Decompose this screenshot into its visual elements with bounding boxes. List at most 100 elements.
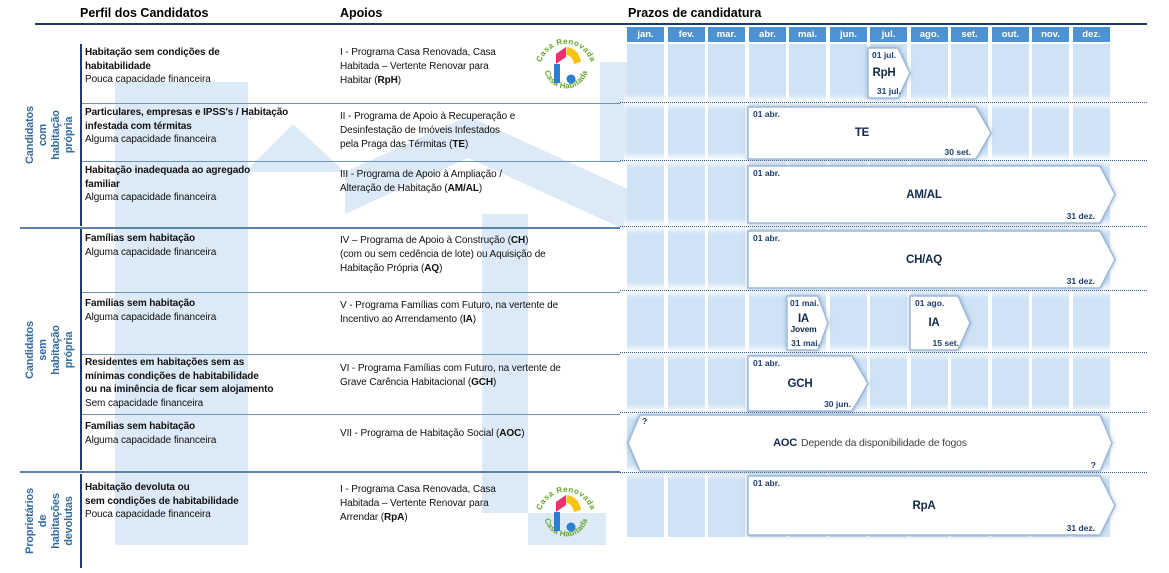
timeline-row-separator (620, 472, 1147, 473)
group-separator (20, 471, 620, 473)
group-label-candidatos-sem: Candidatos sem habitação própria (22, 229, 78, 470)
prazos-column-title: Prazos de candidatura (628, 6, 762, 20)
profile-note: Sem capacidade financeira (85, 397, 204, 409)
bar-code: GCH (787, 377, 813, 390)
profile-note: Alguma capacidade financeira (85, 192, 217, 203)
svg-text:Casa Renovada: Casa Renovada (534, 37, 597, 63)
profile-note: Pouca capacidade financeira (85, 74, 211, 85)
profile-note: Pouca capacidade financeira (85, 509, 211, 520)
bar-code: RpH (872, 67, 896, 79)
row-separator (80, 414, 620, 415)
timeline-bar-chaq: 01 abr. CH/AQ 31 dez. (747, 230, 1116, 289)
profile-note: Alguma capacidade financeira (85, 134, 217, 145)
timeline-row-separator (620, 102, 1147, 103)
apoio-text: ) (464, 139, 469, 150)
bar-code: CH/AQ (905, 253, 943, 266)
profile-row-8: Habitação devoluta ou sem condições de h… (85, 481, 337, 522)
program-code: CH (510, 235, 526, 246)
apoios-column-title: Apoios (340, 6, 383, 20)
bar-end-date: ? (1090, 460, 1096, 470)
program-code: AQ (424, 263, 440, 274)
apoio-text: ) (472, 314, 476, 325)
timeline-row-separator (620, 160, 1147, 161)
bar-start-date: 01 abr. (753, 168, 780, 178)
timeline-bar-rpa: 01 abr. RpA 31 dez. (747, 475, 1116, 536)
apoio-text: ) (397, 75, 401, 86)
bar-end-date: 31 dez. (1066, 276, 1095, 286)
apoio-text: ) (com ou sem cedência de lote) ou Aquis… (340, 235, 546, 274)
timeline-row-separator (620, 226, 1147, 227)
profile-row-3: Habitação inadequada ao agregado familia… (85, 164, 337, 205)
apoio-text: V - Programa Famílias com Futuro, na ver… (340, 300, 559, 325)
program-code: AOC (499, 428, 522, 439)
group-separator (20, 227, 620, 229)
svg-text:Casa Habitada: Casa Habitada (542, 69, 589, 91)
apoio-text: III - Programa de Apoio à Ampliação / Al… (340, 169, 502, 194)
bar-start-date: 01 jul. (872, 50, 897, 60)
month-header-out: out. (992, 27, 1029, 42)
group-label-text: Candidatos com habitação própria (24, 106, 75, 164)
perfil-column-title: Perfil dos Candidatos (80, 6, 209, 20)
month-header-ago: ago. (911, 27, 948, 42)
group-rail-rule (80, 474, 82, 568)
apoio-row-2: II - Programa de Apoio à Recuperação e D… (340, 110, 635, 152)
group-rail-rule (80, 44, 82, 226)
apoio-row-7: VII - Programa de Habitação Social (AOC) (340, 427, 635, 441)
bar-start-date: ? (642, 416, 648, 426)
bar-end-date: 31 jul. (876, 86, 901, 96)
timeline-row-separator (620, 290, 1147, 291)
bar-end-date: 31 mai. (791, 338, 820, 348)
profile-text: Habitação inadequada ao agregado familia… (85, 165, 251, 190)
month-header-mar: mar. (708, 27, 745, 42)
row-separator (80, 103, 620, 104)
profile-text: Particulares, empresas e IPSS's / Habita… (85, 107, 289, 132)
bar-end-date: 30 jun. (824, 399, 851, 409)
profile-text: Famílias sem habitação (85, 421, 196, 432)
profile-row-2: Particulares, empresas e IPSS's / Habita… (85, 106, 337, 147)
bar-code-sub: Jovem (790, 323, 817, 334)
group-rail-rule (80, 229, 82, 470)
apoio-text: VII - Programa de Habitação Social ( (340, 428, 500, 439)
apoio-text: ) (521, 428, 525, 439)
bar-start-date: 01 ago. (915, 298, 945, 308)
month-header-abr: abr. (749, 27, 786, 42)
profile-text: Famílias sem habitação (85, 233, 196, 244)
apoio-text: I - Programa Casa Renovada, Casa Habitad… (340, 484, 496, 523)
timeline-bar-te: 01 abr. TE 30 set. (747, 106, 992, 160)
profile-row-6: Residentes em habitações sem as mínimas … (85, 356, 337, 410)
month-header-jun: jun. (830, 27, 867, 42)
profile-row-1: Habitação sem condições de habitabilidad… (85, 46, 337, 87)
apoio-text: ) (439, 263, 443, 274)
bar-end-date: 15 set. (932, 338, 959, 348)
svg-text:Casa Habitada: Casa Habitada (542, 517, 589, 539)
logo-wall (554, 64, 560, 83)
month-header-jul: jul. (870, 27, 907, 42)
row-separator (80, 354, 620, 355)
apoio-text: ) (492, 377, 497, 388)
timeline-bar-ia: 01 ago. IA 15 set. (909, 295, 971, 351)
logo-chimney (556, 495, 566, 512)
month-header-mai: mai. (789, 27, 826, 42)
logo-roof (566, 495, 581, 512)
program-code: RpH (377, 75, 398, 86)
bar-code: AM/AL (906, 188, 942, 201)
bar-end-date: 31 dez. (1066, 211, 1095, 221)
profile-note: Alguma capacidade financeira (85, 434, 217, 446)
bar-start-date: 01 abr. (753, 109, 780, 119)
row-separator (80, 292, 620, 293)
logo-door-dot (566, 74, 576, 84)
timeline-row-separator (620, 412, 1147, 413)
bar-code-main: AOC (773, 437, 798, 449)
apoio-text: ) (404, 512, 408, 523)
apoio-row-6: VI - Programa Famílias com Futuro, na ve… (340, 362, 635, 390)
bar-end-date: 31 dez. (1066, 523, 1095, 533)
apoio-row-1: I - Programa Casa Renovada, Casa Habitad… (340, 46, 635, 88)
header-underline (35, 23, 1147, 25)
bar-end-date: 30 set. (944, 147, 971, 157)
program-code: GCH (471, 377, 493, 388)
row-separator (80, 161, 620, 162)
bar-start-date: 01 abr. (753, 233, 780, 243)
